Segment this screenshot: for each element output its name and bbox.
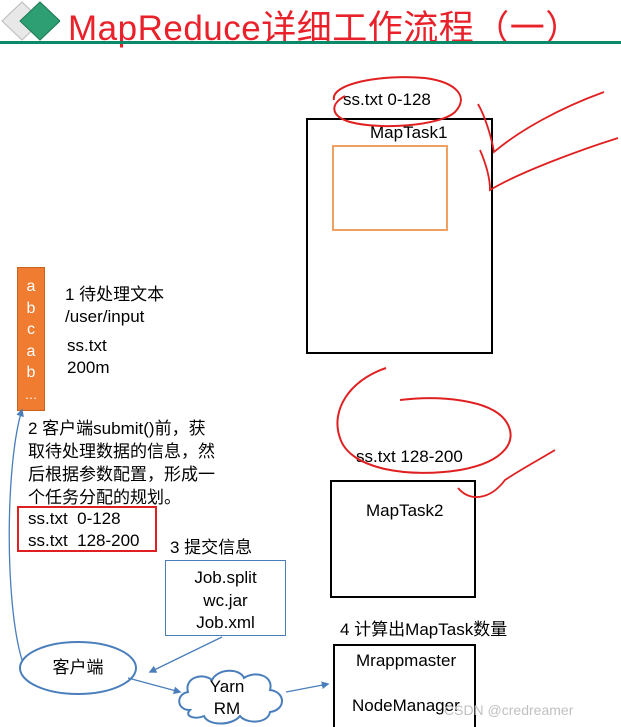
input-filename: ss.txt	[67, 336, 107, 355]
step2-line: 后根据参数配置，形成一	[28, 465, 215, 484]
client-label: 客户端	[52, 658, 104, 677]
step3-label: 3 提交信息	[170, 538, 253, 557]
file-letter: a	[26, 342, 36, 360]
maptask2-box	[330, 480, 476, 598]
maptask2-name: MapTask2	[366, 501, 444, 520]
red-scribble	[477, 91, 605, 154]
split-entry: ss.txt 128-200	[28, 531, 140, 550]
title-divider	[0, 41, 621, 44]
input-size: 200m	[67, 358, 110, 377]
maptask1-split-label: ss.txt 0-128	[343, 90, 431, 109]
submitted-file: Job.split	[194, 568, 257, 587]
maptask1-name: MapTask1	[370, 123, 448, 142]
client-node: 客户端	[18, 640, 138, 696]
appmaster-label: Mrappmaster	[356, 651, 457, 670]
file-letter: …	[24, 386, 38, 402]
step1-label: 1 待处理文本	[65, 285, 165, 304]
step4-label: 4 计算出MapTask数量	[340, 620, 508, 639]
submitted-file: wc.jar	[203, 591, 248, 610]
file-letter: a	[26, 278, 36, 295]
rm-label: RM	[213, 699, 241, 718]
input-path: /user/input	[65, 307, 145, 326]
step2-line: 取待处理数据的信息，然	[28, 442, 215, 461]
file-letter: b	[26, 299, 36, 317]
diamond-logo-icon	[0, 0, 60, 42]
submitted-file: Job.xml	[196, 613, 255, 632]
step2-line: 2 客户端submit()前，获	[28, 419, 206, 438]
yarn-rm-cloud: Yarn RM	[172, 664, 290, 726]
yarn-label: Yarn	[209, 677, 245, 696]
nodemanager-box	[333, 644, 476, 727]
split-entry: ss.txt 0-128	[28, 509, 121, 528]
yarn-to-node-arrow	[285, 681, 330, 693]
input-file-block: a b c a b …	[17, 267, 45, 411]
file-letter: b	[26, 364, 36, 381]
maptask2-split-label: ss.txt 128-200	[356, 447, 463, 466]
watermark: CSDN @credreamer	[444, 702, 574, 718]
file-letter: c	[27, 321, 35, 338]
step2-line: 个任务分配的规划。	[28, 488, 181, 507]
nodemanager-label: NodeManager	[352, 696, 460, 715]
red-scribble	[479, 137, 619, 192]
submitted-files-box	[165, 560, 286, 636]
maptask1-inner-box	[332, 145, 448, 231]
